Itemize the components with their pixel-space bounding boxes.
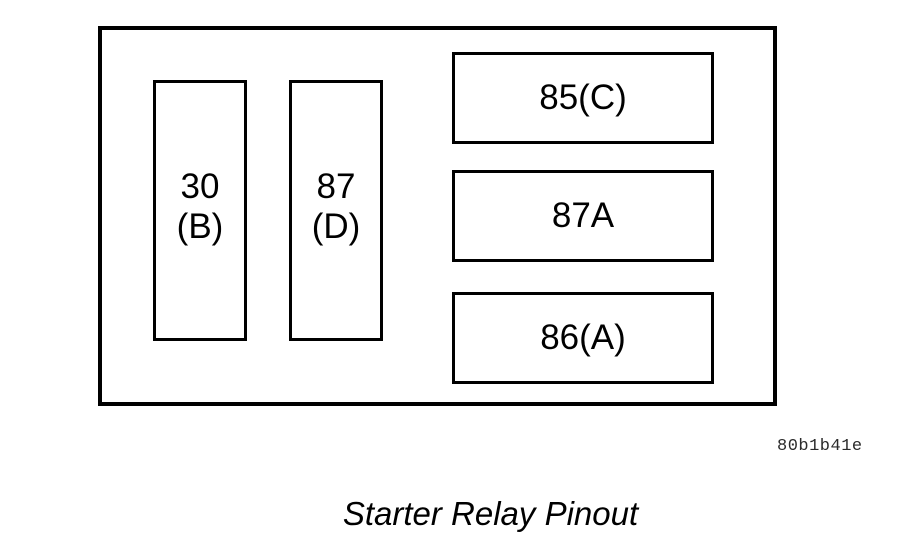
relay-body-outline: 30 (B) 87 (D) 85(C) 87A 86(A) xyxy=(98,26,777,406)
terminal-87a-label: 87A xyxy=(551,196,615,236)
terminal-85c-label: 85(C) xyxy=(539,78,627,118)
terminal-86a: 86(A) xyxy=(452,292,714,384)
terminal-30b: 30 (B) xyxy=(153,80,247,341)
terminal-87d: 87 (D) xyxy=(289,80,383,341)
terminal-30b-label: 30 (B) xyxy=(176,167,224,246)
terminal-86a-label: 86(A) xyxy=(540,318,626,358)
terminal-85c: 85(C) xyxy=(452,52,714,144)
figure-caption: Starter Relay Pinout xyxy=(342,495,639,532)
terminal-87d-label: 87 (D) xyxy=(311,167,361,246)
image-watermark: 80b1b41e xyxy=(777,437,863,456)
terminal-87a: 87A xyxy=(452,170,714,262)
